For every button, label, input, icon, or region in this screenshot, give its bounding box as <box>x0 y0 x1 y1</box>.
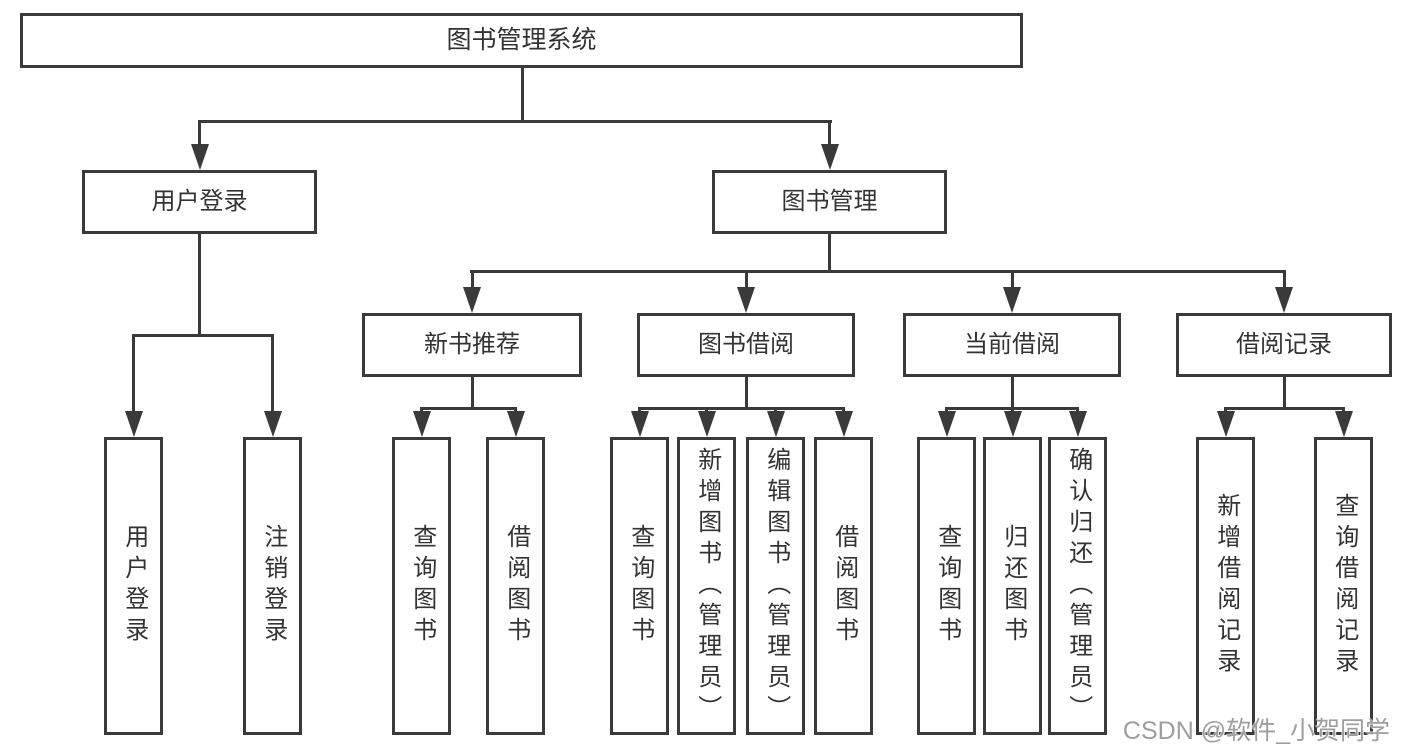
arrowhead-down-icon <box>630 411 649 437</box>
connector-line <box>198 120 832 123</box>
connector-line <box>1010 377 1014 410</box>
node-book-management: 图书管理 <box>712 170 947 234</box>
node-label: 借阅记录 <box>1236 331 1332 358</box>
node-user-login: 用户登录 <box>82 170 317 234</box>
leaf-label: 编辑图书（管理员） <box>762 446 790 726</box>
leaf-borrowing-query-books: 查询图书 <box>610 437 669 735</box>
arrowhead-down-icon <box>506 411 525 437</box>
arrowhead-down-icon <box>1275 287 1293 313</box>
leaf-label: 归还图书 <box>999 524 1027 648</box>
arrowhead-down-icon <box>697 411 716 437</box>
connector-line <box>420 407 517 410</box>
leaf-newbook-query-books: 查询图书 <box>392 437 451 735</box>
connector-line <box>828 120 831 146</box>
connector-line <box>638 407 845 410</box>
node-label: 图书管理系统 <box>446 26 597 54</box>
leaf-logout: 注销登录 <box>243 437 302 735</box>
leaf-borrowing-add-books-admin: 新增图书（管理员） <box>677 437 736 735</box>
leaf-label: 注销登录 <box>259 524 287 648</box>
leaf-current-query-books: 查询图书 <box>917 437 976 735</box>
node-library-management-system: 图书管理系统 <box>20 13 1023 68</box>
arrowhead-down-icon <box>412 411 431 437</box>
connector-line <box>132 334 274 337</box>
arrowhead-down-icon <box>463 287 481 313</box>
leaf-label: 确认归还（管理员） <box>1064 446 1092 726</box>
leaf-records-query-borrow-record: 查询借阅记录 <box>1314 437 1373 735</box>
leaf-label: 查询图书 <box>933 524 961 648</box>
node-label: 图书借阅 <box>698 331 794 358</box>
node-borrowing-records: 借阅记录 <box>1176 313 1392 377</box>
connector-line <box>744 377 748 410</box>
leaf-label: 用户登录 <box>120 524 148 648</box>
leaf-current-return-books: 归还图书 <box>983 437 1042 735</box>
node-label: 用户登录 <box>151 188 248 215</box>
connector-line <box>132 334 135 414</box>
leaf-label: 查询图书 <box>626 524 654 648</box>
node-current-borrowing: 当前借阅 <box>903 313 1121 377</box>
leaf-label: 借阅图书 <box>502 524 530 648</box>
node-book-borrowing: 图书借阅 <box>637 313 855 377</box>
connector-line <box>470 270 1286 273</box>
arrowhead-down-icon <box>1003 411 1022 437</box>
leaf-label: 新增借阅记录 <box>1212 493 1240 679</box>
arrowhead-down-icon <box>263 411 282 437</box>
arrowhead-down-icon <box>766 411 785 437</box>
leaf-label: 借阅图书 <box>830 524 858 648</box>
leaf-label: 查询图书 <box>408 524 436 648</box>
arrowhead-down-icon <box>1216 411 1235 437</box>
arrowhead-down-icon <box>1068 411 1087 437</box>
leaf-newbook-borrow-books: 借阅图书 <box>486 437 545 735</box>
arrowhead-down-icon <box>937 411 956 437</box>
leaf-current-confirm-return-admin: 确认归还（管理员） <box>1048 437 1107 735</box>
arrowhead-down-icon <box>1334 411 1353 437</box>
connector-line <box>521 68 524 123</box>
node-label: 当前借阅 <box>964 331 1060 358</box>
arrowhead-down-icon <box>190 144 209 170</box>
connector-line <box>744 270 748 290</box>
arrowhead-down-icon <box>737 287 755 313</box>
connector-line <box>470 270 474 290</box>
csdn-watermark: CSDN @软件_小贺同学 <box>1122 717 1390 745</box>
connector-line <box>1224 407 1345 410</box>
connector-line <box>470 377 474 410</box>
connector-line <box>198 234 201 337</box>
node-new-book-recommend: 新书推荐 <box>362 313 582 377</box>
node-label: 新书推荐 <box>424 331 520 358</box>
connector-line <box>271 334 274 414</box>
arrowhead-down-icon <box>1003 287 1021 313</box>
leaf-label: 新增图书（管理员） <box>693 446 721 726</box>
connector-line <box>828 234 831 272</box>
leaf-label: 查询借阅记录 <box>1330 493 1358 679</box>
node-label: 图书管理 <box>781 188 878 215</box>
leaf-borrowing-edit-books-admin: 编辑图书（管理员） <box>746 437 805 735</box>
connector-line <box>1282 270 1286 290</box>
leaf-user-login: 用户登录 <box>104 437 163 735</box>
leaf-records-add-borrow-record: 新增借阅记录 <box>1196 437 1255 735</box>
leaf-borrowing-borrow-books: 借阅图书 <box>814 437 873 735</box>
arrowhead-down-icon <box>124 411 143 437</box>
arrowhead-down-icon <box>820 144 839 170</box>
connector-line <box>1010 270 1014 290</box>
arrowhead-down-icon <box>834 411 853 437</box>
connector-line <box>1282 377 1286 410</box>
connector-line <box>198 120 201 146</box>
